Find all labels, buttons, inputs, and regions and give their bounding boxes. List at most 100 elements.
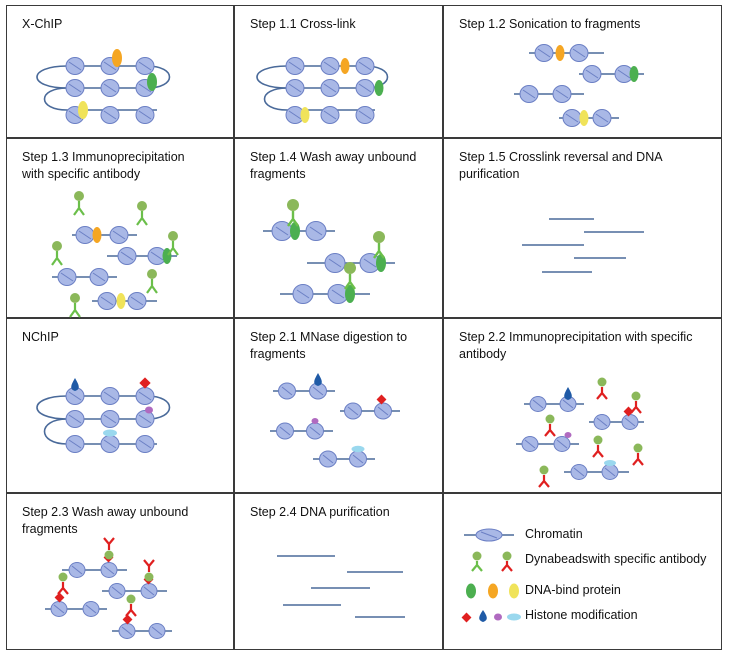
dynabead-antibody	[592, 435, 604, 458]
legend-label-dna-bind-protein: DNA-bind protein	[525, 583, 621, 597]
nucleosome	[278, 382, 296, 400]
dna-bind-protein-orange	[92, 227, 102, 243]
histone-mod-lightblue	[351, 445, 365, 453]
panel-title: Step 1.4 Wash away unbound fragments	[250, 150, 417, 181]
histone-mod-blue	[71, 378, 79, 391]
dna-bind-protein-green	[290, 222, 300, 240]
nucleosome	[135, 435, 155, 453]
dna-bind-protein-orange	[112, 49, 122, 67]
nucleosome	[135, 57, 155, 75]
histone-mod-red-legend	[461, 612, 472, 623]
histone-mod-red	[139, 377, 151, 389]
panel-title: Step 1.1 Cross-link	[250, 17, 356, 31]
histone-mod-lightblue	[103, 429, 117, 437]
dna-bind-protein-yellow	[116, 293, 126, 309]
dynabead-antibody	[630, 391, 642, 414]
dynabead-antibody	[544, 414, 556, 437]
histone-mod-purple	[145, 406, 153, 414]
dynabead-antibody	[57, 572, 69, 595]
nucleosome	[570, 464, 588, 480]
nucleosome	[148, 623, 166, 639]
nucleosome	[355, 106, 375, 124]
panel-title: Step 2.2 Immunoprecipitation with specif…	[459, 330, 693, 361]
nucleosome	[109, 226, 129, 244]
nucleosome	[135, 106, 155, 124]
xchip-illustration	[36, 49, 171, 124]
legend-label-dynabeads: Dynabeadswith specific antibody	[525, 552, 707, 566]
dna-bind-protein-orange-legend	[488, 583, 498, 599]
protocol-grid: X-ChIP Step 1.1 Cross-link	[6, 5, 722, 650]
legend-panel: Chromatin Dynabeadswith specific antibod…	[443, 493, 722, 650]
mnase-illustration	[270, 373, 400, 468]
panel-title: Step 1.5 Crosslink reversal and DNA puri…	[459, 150, 663, 181]
histone-mod-purple-legend	[494, 613, 502, 621]
purified-dna-illustration	[522, 218, 644, 273]
nucleosome	[621, 414, 639, 430]
nucleosome	[324, 253, 346, 273]
nucleosome	[100, 435, 120, 453]
nucleosome	[100, 387, 120, 405]
nucleosome	[529, 396, 547, 412]
panel-step-1-3: Step 1.3 Immunoprecipitation with specif…	[6, 138, 234, 318]
nucleosome	[552, 85, 572, 103]
nucleosome	[553, 436, 571, 452]
panel-xchip: X-ChIP	[6, 5, 234, 138]
panel-step-2-1: Step 2.1 MNase digestion to fragments	[234, 318, 443, 493]
histone-mod-blue-legend	[479, 610, 487, 622]
nucleosome	[100, 410, 120, 428]
histone-mod-lightblue	[604, 460, 616, 466]
nucleosome	[292, 284, 314, 304]
dynabead-antibody	[373, 231, 385, 259]
nchip-purified-dna-illustration	[277, 555, 405, 618]
nucleosome	[50, 601, 68, 617]
dynabead-antibody	[287, 199, 299, 227]
nucleosome	[57, 268, 77, 286]
panel-step-1-5: Step 1.5 Crosslink reversal and DNA puri…	[443, 138, 722, 318]
panel-title: Step 2.1 MNase digestion to fragments	[250, 330, 408, 361]
nucleosome	[117, 247, 137, 265]
dna-bind-protein-green	[147, 73, 157, 91]
nucleosome	[285, 57, 305, 75]
nucleosome	[118, 623, 136, 639]
dna-bind-protein-yellow	[579, 110, 589, 126]
dynabead-antibody	[344, 262, 356, 290]
panel-title: Step 1.3 Immunoprecipitation with specif…	[22, 150, 185, 181]
nucleosome	[355, 57, 375, 75]
panel-step-1-2: Step 1.2 Sonication to fragments	[443, 5, 722, 138]
wash-illustration	[263, 199, 395, 304]
dynabead-antibody	[73, 191, 85, 216]
nucleosome	[285, 79, 305, 97]
nucleosome	[276, 422, 294, 440]
legend-label-chromatin: Chromatin	[525, 527, 583, 541]
dna-bind-protein-green	[629, 66, 639, 82]
dna-bind-protein-orange	[340, 58, 350, 74]
legend-symbols	[461, 528, 521, 623]
nucleosome	[100, 106, 120, 124]
panel-title: NChIP	[22, 330, 59, 344]
dna-bind-protein-green	[374, 80, 384, 96]
nchip-wash-illustration	[45, 537, 172, 639]
dynabead-antibody	[167, 231, 179, 256]
nucleosome	[65, 410, 85, 428]
sonication-illustration	[514, 44, 644, 127]
panel-step-2-2: Step 2.2 Immunoprecipitation with specif…	[443, 318, 722, 493]
nucleosome	[569, 44, 589, 62]
dna-bind-protein-yellow	[300, 107, 310, 123]
nucleosome	[306, 422, 324, 440]
dynabead-antibody	[632, 443, 644, 466]
nucleosome	[65, 79, 85, 97]
dynabead-antibody	[125, 594, 137, 617]
histone-mod-blue	[314, 373, 322, 386]
nucleosome	[82, 601, 100, 617]
histone-mod-red	[623, 406, 634, 417]
dynabead-antibody	[69, 293, 81, 318]
nucleosome	[534, 44, 554, 62]
nucleosome	[320, 106, 340, 124]
histone-mod-purple	[564, 432, 572, 438]
nucleosome	[135, 410, 155, 428]
nucleosome	[68, 562, 86, 578]
dna-strand	[36, 395, 68, 420]
dna-bind-protein-green	[345, 285, 355, 303]
nucleosome	[320, 57, 340, 75]
dynabead-antibody	[538, 465, 550, 488]
